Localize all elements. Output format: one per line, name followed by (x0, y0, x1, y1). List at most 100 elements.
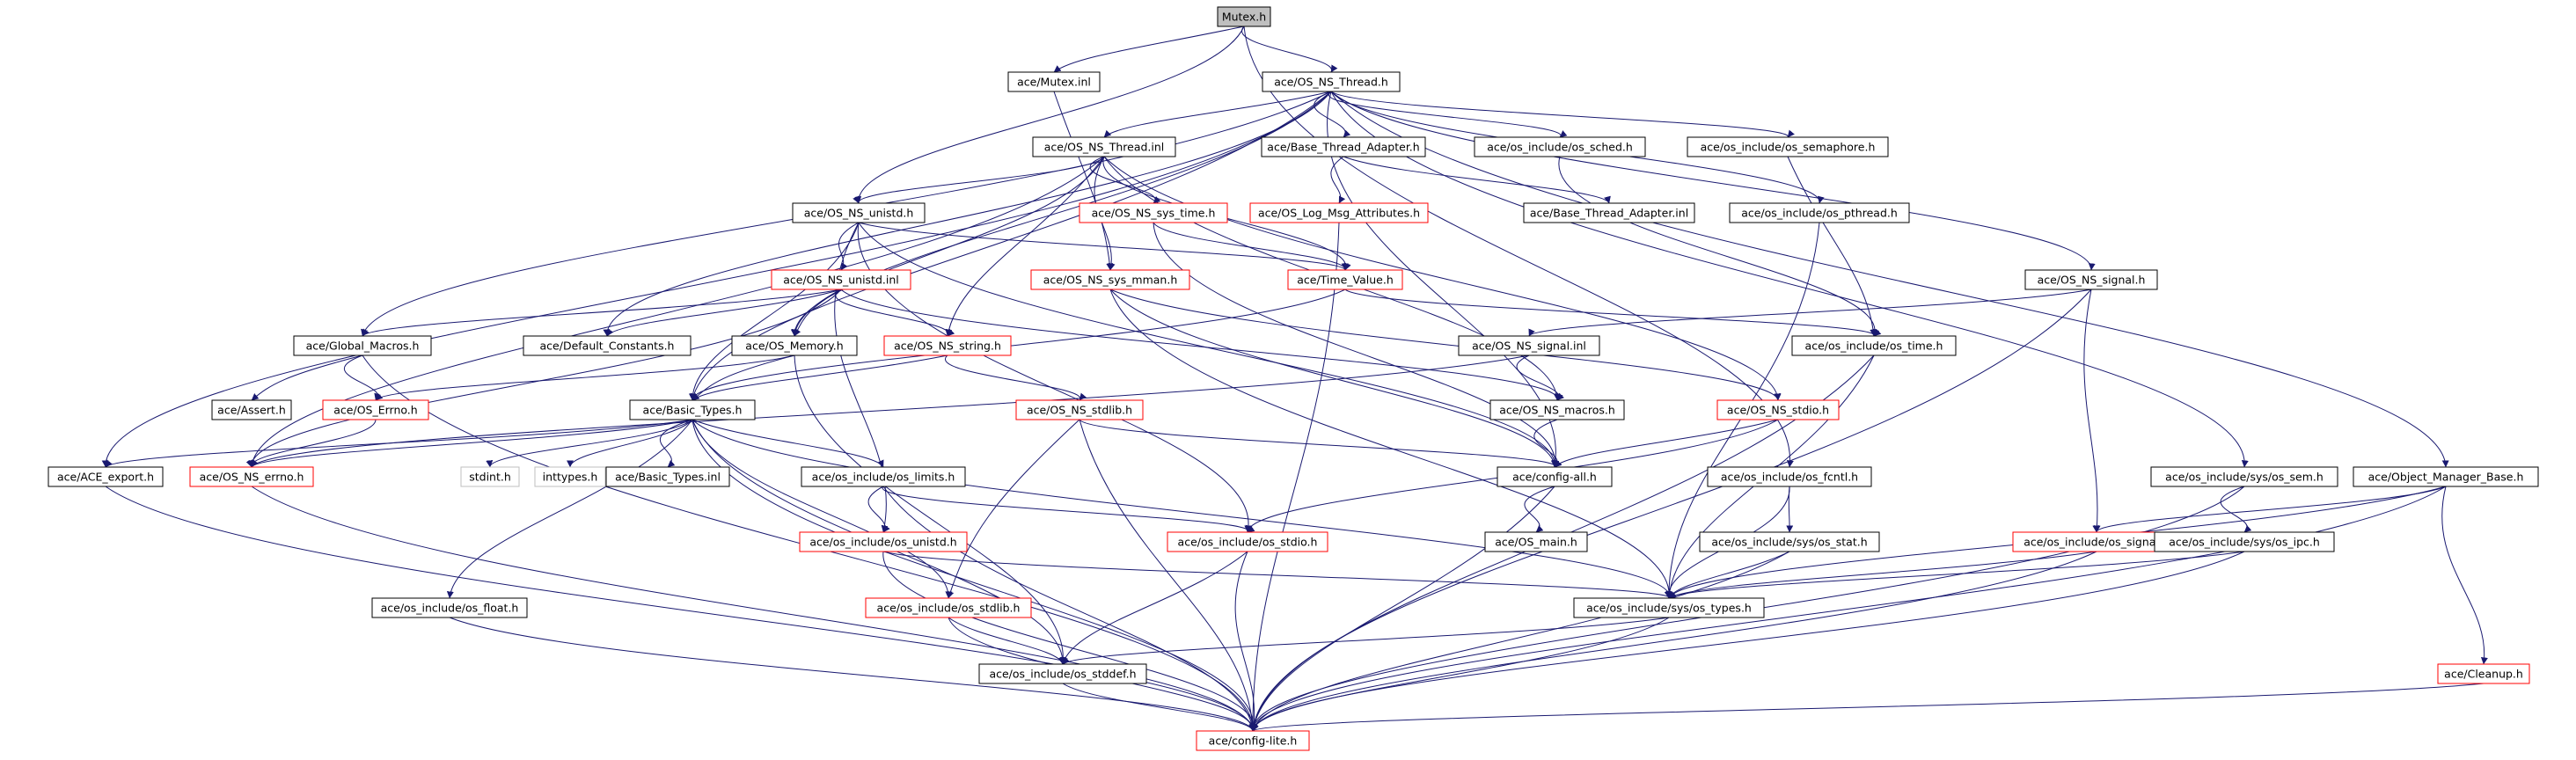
edge-os_ns_stdlib_h-to-config_lite_h (1079, 419, 1256, 732)
edge-os_ns_sys_mman_h-to-sys_os_types_h (1109, 289, 1673, 599)
node-os-ns-stdio-h[interactable]: ace/OS_NS_stdio.h (1716, 399, 1840, 420)
edge-os_ns_sys_mman_h-to-config_all_h (1109, 289, 1558, 468)
node-mutex-h[interactable]: Mutex.h (1217, 6, 1271, 27)
node-object-manager-base-h[interactable]: ace/Object_Manager_Base.h (2353, 466, 2539, 487)
edge-os_ns_unistd_inl-to-global_macros_h (362, 289, 842, 337)
node-os-unistd-h[interactable]: ace/os_include/os_unistd.h (799, 531, 968, 552)
node-box (978, 663, 1147, 684)
node-os-semaphore-h[interactable]: ace/os_include/os_semaphore.h (1687, 136, 1889, 157)
node-box (534, 466, 606, 487)
node-sys-os-sem-h[interactable]: ace/os_include/sys/os_sem.h (2150, 466, 2338, 487)
node-os-ns-errno-h[interactable]: ace/OS_NS_errno.h (189, 466, 314, 487)
edge-os_ns_signal_inl-to-os_ns_macros_h (1516, 354, 1565, 401)
node-box (1484, 531, 1588, 552)
node-sys-os-stat-h[interactable]: ace/os_include/sys/os_stat.h (1699, 531, 1880, 552)
node-time-value-h[interactable]: ace/Time_Value.h (1287, 269, 1403, 290)
node-box (189, 466, 314, 487)
edge-os_ns_signal_h-to-os_ns_signal_inl (1528, 289, 2092, 337)
edge-os_ns_string_h-to-os_ns_stdlib_h (944, 354, 1087, 401)
node-os-memory-h[interactable]: ace/OS_Memory.h (731, 335, 858, 356)
node-os-errno-h[interactable]: ace/OS_Errno.h (322, 399, 429, 420)
node-basic-types-inl[interactable]: ace/Basic_Types.inl (605, 466, 730, 487)
node-os-fcntl-h[interactable]: ace/os_include/os_fcntl.h (1707, 466, 1872, 487)
node-box (2154, 531, 2335, 552)
node-os-ns-thread-h[interactable]: ace/OS_NS_Thread.h (1262, 71, 1401, 92)
node-box (1458, 335, 1600, 356)
edge-os_stddef_h-to-config_lite_h (1062, 683, 1256, 732)
node-mutex-inl[interactable]: ace/Mutex.inl (1007, 71, 1101, 92)
node-os-ns-signal-h[interactable]: ace/OS_NS_signal.h (2024, 269, 2158, 290)
node-label: ace/OS_NS_signal.h (2038, 274, 2146, 287)
node-box (1523, 202, 1695, 223)
edge-os_memory_h-to-os_stddef_h (794, 354, 1067, 665)
node-stdint-h[interactable]: stdint.h (460, 466, 520, 487)
node-os-ns-signal-inl[interactable]: ace/OS_NS_signal.inl (1458, 335, 1600, 356)
node-label: ace/os_include/sys/os_sem.h (2165, 471, 2324, 484)
edge-os_ns_unistd_inl-to-default_constants_h (606, 289, 842, 337)
node-label: ace/os_include/os_limits.h (812, 471, 955, 484)
edge-os_pthread_h-to-sys_os_types_h (1665, 222, 1820, 599)
edge-basic_types_h-to-sys_os_types_h (692, 419, 1674, 599)
node-os-stdio-h[interactable]: ace/os_include/os_stdio.h (1167, 531, 1328, 552)
node-os-time-h[interactable]: ace/os_include/os_time.h (1791, 335, 1957, 356)
edge-os_errno_h-to-os_ns_errno_h (245, 419, 377, 468)
edge-os_ns_stdio_h-to-os_stdio_h (1244, 419, 1779, 533)
node-box (523, 335, 692, 356)
edge-cleanup_h-to-config_lite_h (1252, 683, 2485, 732)
node-os-ns-thread-inl[interactable]: ace/OS_NS_Thread.inl (1032, 136, 1176, 157)
edge-basic_types_h-to-ace_export_h (105, 419, 693, 468)
node-label: ace/OS_Memory.h (745, 340, 843, 353)
node-base-thread-adapter-inl[interactable]: ace/Base_Thread_Adapter.inl (1523, 202, 1695, 223)
edge-os_ns_thread_h-to-sys_os_sem_h (1330, 91, 2249, 468)
node-os-pthread-h[interactable]: ace/os_include/os_pthread.h (1729, 202, 1910, 223)
node-label: ace/Assert.h (217, 404, 286, 417)
node-label: ace/Basic_Types.h (643, 404, 743, 417)
node-basic-types-h[interactable]: ace/Basic_Types.h (629, 399, 756, 420)
node-cleanup-h[interactable]: ace/Cleanup.h (2437, 663, 2530, 684)
node-ace-export-h[interactable]: ace/ACE_export.h (48, 466, 164, 487)
node-os-sched-h[interactable]: ace/os_include/os_sched.h (1474, 136, 1646, 157)
node-label: ace/os_include/os_stdio.h (1178, 536, 1318, 549)
node-box (1249, 202, 1429, 223)
node-os-ns-stdlib-h[interactable]: ace/OS_NS_stdlib.h (1015, 399, 1144, 420)
node-os-main-h[interactable]: ace/OS_main.h (1484, 531, 1588, 552)
node-label: ace/OS_Log_Msg_Attributes.h (1258, 207, 1420, 220)
node-os-ns-unistd-h[interactable]: ace/OS_NS_unistd.h (792, 202, 926, 223)
node-os-ns-unistd-inl[interactable]: ace/OS_NS_unistd.inl (771, 269, 911, 290)
node-base-thread-adapter-h[interactable]: ace/Base_Thread_Adapter.h (1261, 136, 1426, 157)
node-inttypes-h[interactable]: inttypes.h (534, 466, 606, 487)
edge-mutex_h-to-mutex_inl (1053, 26, 1245, 73)
node-label: ace/OS_NS_string.h (894, 340, 1001, 353)
node-config-lite-h[interactable]: ace/config-lite.h (1196, 730, 1310, 751)
node-os-ns-sys-mman-h[interactable]: ace/OS_NS_sys_mman.h (1030, 269, 1190, 290)
node-os-log-msg-attr-h[interactable]: ace/OS_Log_Msg_Attributes.h (1249, 202, 1429, 223)
edge-os_time_h-to-config_lite_h (1250, 354, 1875, 732)
node-os-float-h[interactable]: ace/os_include/os_float.h (371, 597, 528, 618)
edge-os_ns_thread_h-to-os_ns_thread_inl (1103, 91, 1332, 138)
node-label: ace/os_include/os_stddef.h (989, 668, 1136, 681)
node-global-macros-h[interactable]: ace/Global_Macros.h (293, 335, 432, 356)
edge-basic_types_h-to-config_lite_h (692, 419, 1258, 732)
node-os-stdlib-h[interactable]: ace/os_include/os_stdlib.h (865, 597, 1032, 618)
node-box (211, 399, 292, 420)
edge-os_ns_sys_mman_h-to-os_ns_stdio_h (1109, 289, 1781, 401)
node-label: ace/Cleanup.h (2444, 668, 2523, 681)
node-os-ns-macros-h[interactable]: ace/OS_NS_macros.h (1489, 399, 1625, 420)
node-label: ace/os_include/sys/os_ipc.h (2169, 536, 2320, 549)
node-label: ace/Basic_Types.inl (615, 471, 721, 484)
node-os-stddef-h[interactable]: ace/os_include/os_stddef.h (978, 663, 1147, 684)
edge-os_ns_unistd_inl-to-os_ns_macros_h (840, 289, 1563, 401)
edge-base_thread_adapter_h-to-os_log_msg_attr_h (1330, 156, 1346, 204)
edge-config_all_h-to-os_main_h (1524, 486, 1555, 533)
node-default-constants-h[interactable]: ace/Default_Constants.h (523, 335, 692, 356)
node-sys-os-types-h[interactable]: ace/os_include/sys/os_types.h (1573, 597, 1765, 618)
node-config-all-h[interactable]: ace/config-all.h (1497, 466, 1613, 487)
node-os-ns-string-h[interactable]: ace/OS_NS_string.h (883, 335, 1012, 356)
node-os-limits-h[interactable]: ace/os_include/os_limits.h (801, 466, 966, 487)
node-label: ace/Default_Constants.h (540, 340, 675, 353)
node-assert-h[interactable]: ace/Assert.h (211, 399, 292, 420)
node-os-ns-sys-time-h[interactable]: ace/OS_NS_sys_time.h (1079, 202, 1228, 223)
node-sys-os-ipc-h[interactable]: ace/os_include/sys/os_ipc.h (2154, 531, 2335, 552)
